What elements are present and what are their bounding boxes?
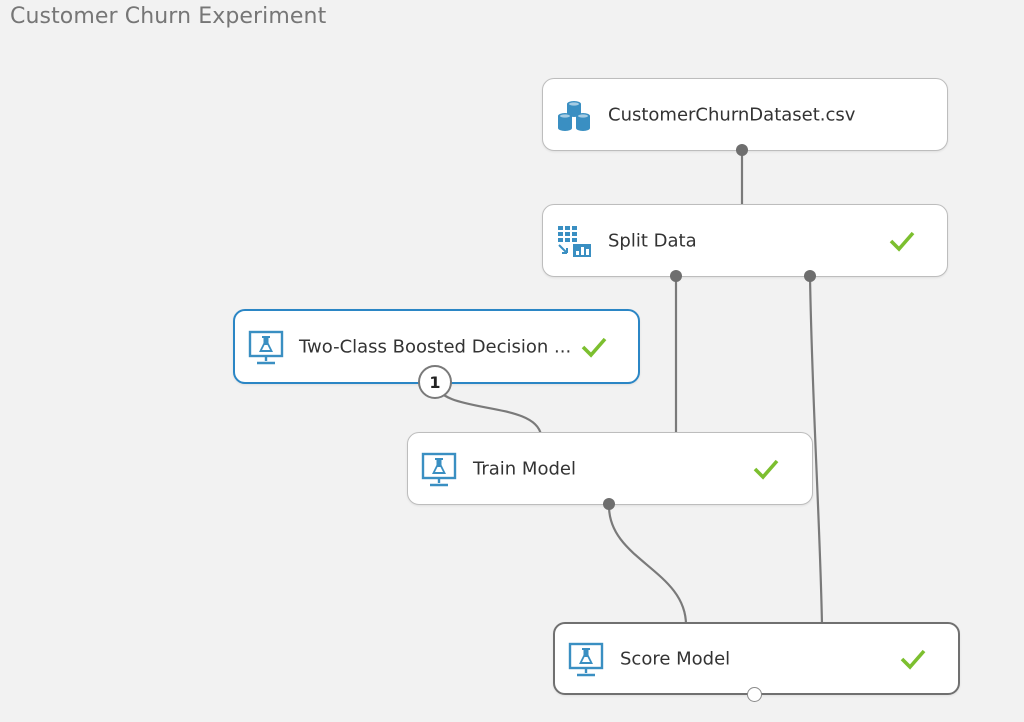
score-model-module[interactable]: Score Model <box>553 622 960 695</box>
status-check-icon <box>581 337 607 358</box>
score-model-module-label: Score Model <box>620 648 731 669</box>
status-check-icon <box>753 459 779 480</box>
experiment-title: Customer Churn Experiment <box>10 4 327 29</box>
dataset-icon <box>558 100 590 131</box>
split-data-output-port-2[interactable] <box>804 270 816 282</box>
model-icon <box>568 642 604 676</box>
dataset-module-label: CustomerChurnDataset.csv <box>608 104 856 125</box>
dataset-output-port[interactable] <box>736 144 748 156</box>
split-data-module-label: Split Data <box>608 230 697 251</box>
output-port-badge[interactable]: 1 <box>418 365 452 399</box>
status-check-icon <box>889 231 915 252</box>
model-icon <box>421 452 457 486</box>
train-model-module[interactable]: Train Model <box>407 432 813 505</box>
train-model-output-port[interactable] <box>603 498 615 510</box>
connector-train-to-score <box>607 504 688 626</box>
status-check-icon <box>900 649 926 670</box>
split-data-output-port-1[interactable] <box>670 270 682 282</box>
model-icon <box>248 330 284 364</box>
score-model-output-port[interactable] <box>747 687 762 702</box>
train-model-module-label: Train Model <box>473 458 576 479</box>
dataset-module[interactable]: CustomerChurnDataset.csv <box>542 78 948 151</box>
split-data-module[interactable]: Split Data <box>542 204 948 277</box>
split-data-icon <box>558 225 591 257</box>
connector-boosted-to-train <box>432 381 543 436</box>
boosted-decision-tree-module-label: Two-Class Boosted Decision ... <box>299 336 572 357</box>
